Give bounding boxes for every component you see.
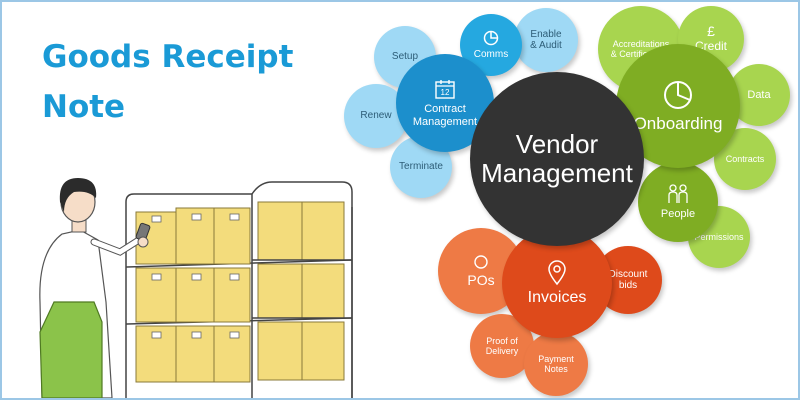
- box: [301, 201, 345, 261]
- contract-management-bubble: 12 Contract Management: [396, 54, 494, 152]
- discount-bids-label-line2: bids: [618, 280, 638, 291]
- comms-label: Comms: [473, 48, 509, 60]
- payment-notes-label-line2: Notes: [544, 364, 568, 374]
- invoices-label: Invoices: [527, 288, 587, 306]
- trolley-right-frame: [251, 181, 353, 398]
- enable-audit-bubble: Enable & Audit: [514, 8, 578, 72]
- renew-label: Renew: [360, 110, 392, 122]
- title-line-2: Note: [42, 89, 126, 125]
- boxes-stack: [135, 201, 345, 383]
- box: [301, 263, 345, 319]
- pie-chart-icon: [664, 80, 692, 109]
- hub-label-line1: Vendor: [515, 128, 599, 159]
- terminate-label: Terminate: [399, 161, 443, 173]
- payment-notes-bubble: Payment Notes: [524, 332, 588, 396]
- contracts-label: Contracts: [725, 153, 765, 164]
- worker-hair: [59, 178, 97, 212]
- box: [257, 263, 303, 319]
- data-label: Data: [747, 88, 771, 101]
- calendar-icon-text: 12: [441, 88, 450, 97]
- people-bubble: People: [638, 162, 718, 242]
- box: [257, 321, 303, 381]
- box: [257, 201, 303, 261]
- vendor-management-hub: Vendor Management: [470, 72, 644, 246]
- discount-bids-label-line1: Discount: [608, 268, 648, 280]
- proof-of-delivery-label-line1: Proof of: [486, 335, 518, 346]
- map-pin-icon: [548, 259, 566, 285]
- pound-icon: £: [707, 23, 715, 40]
- payment-notes-label-line1: Payment: [538, 353, 574, 364]
- people-label: People: [660, 208, 696, 221]
- hub-label-line2: Management: [481, 158, 633, 188]
- title-line-1: Goods Receipt: [42, 39, 294, 75]
- trolley-left-frame: [125, 193, 252, 398]
- page-title: Goods Receipt Note: [42, 32, 293, 132]
- contract-management-label-line1: Contract: [424, 103, 466, 116]
- proof-of-delivery-label-line2: Delivery: [485, 346, 519, 356]
- calendar-icon: 12: [435, 80, 455, 99]
- accreditations-label-line1: Accreditations: [612, 38, 670, 49]
- enable-audit-label-line2: & Audit: [530, 40, 562, 51]
- onboarding-label: Onboarding: [633, 113, 723, 133]
- circle-icon: [474, 254, 488, 269]
- enable-audit-label-line1: Enable: [530, 28, 562, 40]
- setup-label: Setup: [391, 51, 419, 63]
- box-labels: [151, 213, 240, 339]
- contract-management-label-line2: Management: [412, 115, 478, 128]
- permissions-label: Permissions: [694, 231, 744, 242]
- invoices-bubble: Invoices: [502, 228, 612, 338]
- people-icon: [668, 184, 688, 204]
- worker-apron: [39, 301, 103, 398]
- box: [301, 321, 345, 381]
- onboarding-bubble: Onboarding: [616, 44, 740, 168]
- pie-chart-icon: [483, 30, 499, 46]
- worker-figure: [39, 178, 151, 398]
- accreditations-label-line2: & Certifications: [610, 49, 672, 59]
- worker-with-trolley-illustration: [39, 178, 353, 398]
- worker-hand: [137, 236, 149, 248]
- pos-label: POs: [467, 271, 495, 288]
